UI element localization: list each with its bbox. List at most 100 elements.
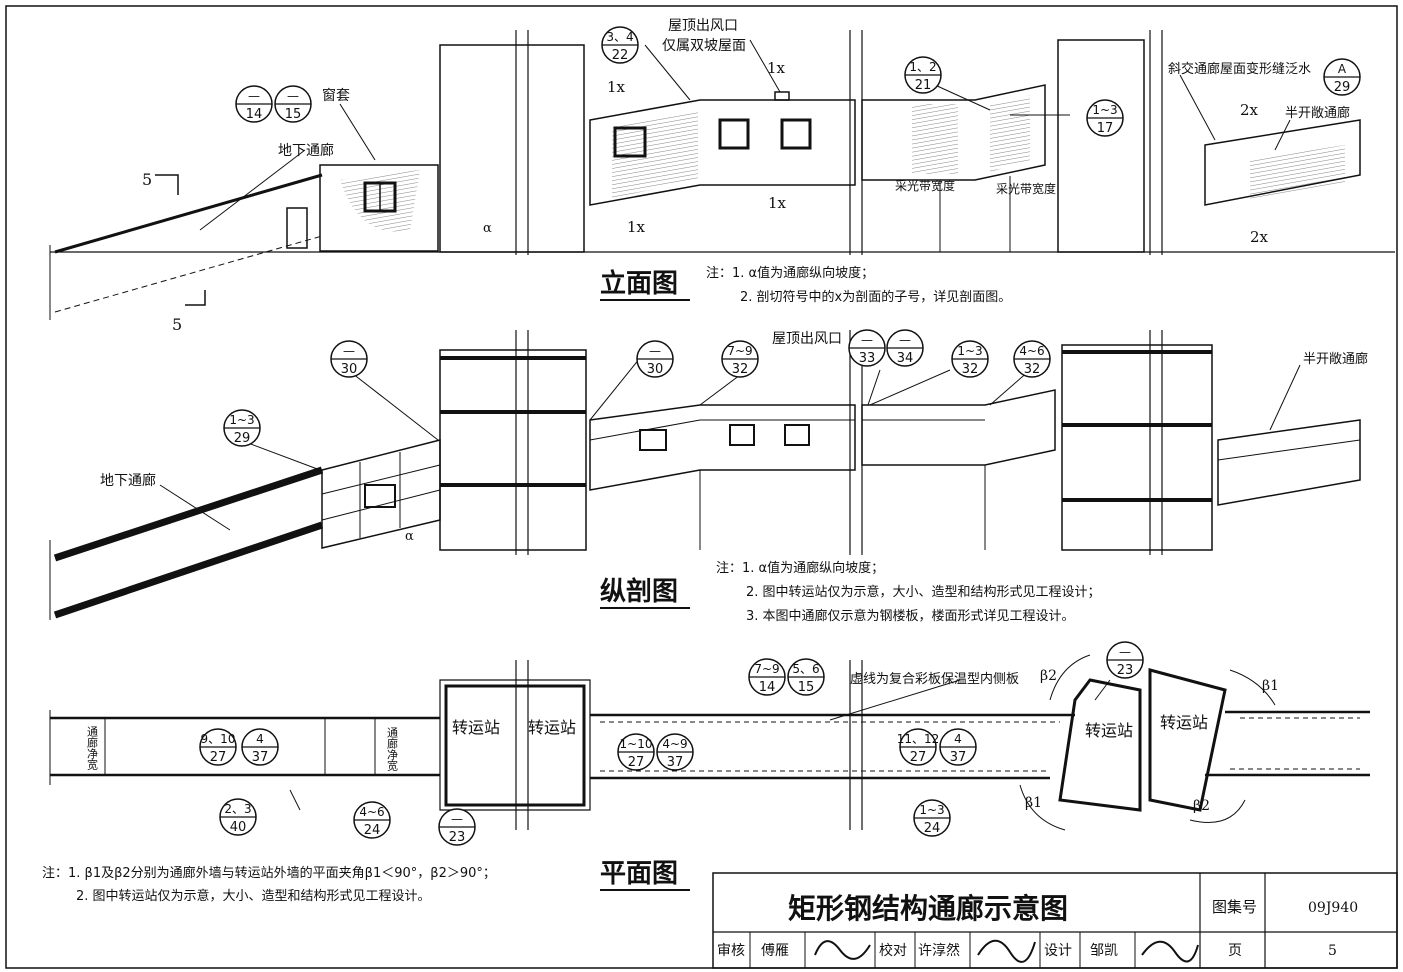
detail-reference-r2: —15 <box>274 85 312 123</box>
reference-bottom-text: 40 <box>230 820 247 835</box>
reference-bottom-text: 21 <box>915 78 932 93</box>
plan-beta2-a: β2 <box>1040 668 1057 684</box>
reference-bottom-text: 24 <box>924 821 941 836</box>
reference-bottom-text: 17 <box>1097 121 1114 136</box>
plan-title: 平面图 <box>600 859 678 889</box>
reference-top-text: — <box>1119 645 1131 659</box>
cut-1x-c: 1x <box>768 194 787 212</box>
reference-bottom-text: 27 <box>628 755 645 770</box>
reference-top-text: A <box>1338 62 1347 76</box>
reference-top-text: 1、2 <box>909 60 936 74</box>
plan-beta1-a: β1 <box>1262 678 1279 694</box>
reference-bottom-text: 15 <box>285 107 302 122</box>
reference-bottom-text: 27 <box>910 750 927 765</box>
section-label-tunnel: 地下通廊 <box>100 472 156 489</box>
designer-name: 邹凯 <box>1090 943 1118 959</box>
reference-bottom-text: 23 <box>1117 663 1134 678</box>
transfer-station-elevation-2 <box>1057 39 1145 253</box>
page-number: 5 <box>1328 943 1337 959</box>
detail-reference-p9: 5、615 <box>787 658 825 696</box>
atlas-number: 09J940 <box>1308 900 1358 916</box>
detail-reference-p13: — 23 <box>1106 641 1144 679</box>
reference-top-text: — <box>649 344 661 358</box>
sheet-border <box>5 5 1398 969</box>
reference-top-text: 4~6 <box>359 805 384 819</box>
reference-bottom-text: 14 <box>246 107 263 122</box>
detail-reference-p3: 2、340 <box>219 798 257 836</box>
reference-bottom-text: 34 <box>897 351 914 366</box>
cut-5a: 5 <box>142 170 152 189</box>
reference-top-text: 1~3 <box>229 413 254 427</box>
detail-reference-p8: 7~914 <box>748 658 786 696</box>
cut-1x-d: 1x <box>627 218 646 236</box>
plan-note-2: 2. 图中转运站仅为示意，大小、造型和结构形式见工程设计。 <box>76 888 431 904</box>
reference-bottom-text: 32 <box>962 362 979 377</box>
reference-bottom-text: 24 <box>364 823 381 838</box>
elevation-label-tunnel: 地下通廊 <box>278 142 334 159</box>
section-note-1: 注：1. α值为通廊纵向坡度； <box>716 560 884 576</box>
reference-top-text: 1~3 <box>1092 103 1117 117</box>
cut-2x-b: 2x <box>1250 228 1269 246</box>
reference-bottom-text: 27 <box>210 750 227 765</box>
plan-clear-width-a: 通廊净宽 <box>86 726 99 771</box>
plan-station-b: 转运站 <box>528 718 576 737</box>
detail-reference-p12: 1~324 <box>913 799 951 837</box>
reference-top-text: 4 <box>256 732 264 746</box>
plan-station-a: 转运站 <box>452 718 500 737</box>
elevation-label-half-open: 半开敞通廊 <box>1285 105 1350 121</box>
section-alpha: α <box>405 529 414 544</box>
elevation-alpha: α <box>483 221 492 236</box>
reference-bottom-text: 32 <box>732 362 749 377</box>
section-label-half-open: 半开敞通廊 <box>1303 351 1368 367</box>
elevation-view <box>49 30 1395 320</box>
plan-beta2-b: β2 <box>1193 798 1210 814</box>
reference-bottom-text: 30 <box>647 362 664 377</box>
design-label: 设计 <box>1044 943 1072 959</box>
detail-reference-s2: 1~329 <box>223 409 261 447</box>
cut-2x-a: 2x <box>1240 101 1259 119</box>
reference-bottom-text: 14 <box>759 680 776 695</box>
detail-reference-r3: 3、422 <box>601 26 639 64</box>
reference-bottom-text: 22 <box>612 48 629 63</box>
reviewer-name: 傅雁 <box>761 943 789 959</box>
detail-reference-s8: 4~632 <box>1013 340 1051 378</box>
plan-dashed-note: 虚线为复合彩板保温型内侧板 <box>850 671 1019 687</box>
reference-top-text: 4~9 <box>662 737 687 751</box>
check-label: 校对 <box>879 942 907 959</box>
section-view <box>49 330 1361 620</box>
detail-reference-p5: — 23 <box>438 808 476 846</box>
drawing-title: 矩形钢结构通廊示意图 <box>788 892 1068 925</box>
page-label: 页 <box>1228 943 1242 959</box>
reference-bottom-text: 32 <box>1024 362 1041 377</box>
reference-bottom-text: 29 <box>234 431 251 446</box>
detail-reference-s6: — 34 <box>886 329 924 367</box>
detail-reference-p4: 4~624 <box>353 801 391 839</box>
detail-reference-p7: 4~937 <box>656 733 694 771</box>
reference-top-text: — <box>899 333 911 347</box>
reference-bottom-text: 15 <box>798 680 815 695</box>
checker-name: 许淳然 <box>918 942 960 959</box>
detail-reference-r4: 1、221 <box>904 56 942 94</box>
detail-reference-p11: 437 <box>939 728 977 766</box>
detail-reference-r6: A 29 <box>1323 58 1361 96</box>
detail-reference-s3: — 30 <box>636 340 674 378</box>
reference-bottom-text: 29 <box>1334 80 1351 95</box>
elevation-label-window-cover: 窗套 <box>322 87 350 104</box>
detail-reference-p2: 437 <box>241 728 279 766</box>
plan-note-1: 注：1. β1及β2分别为通廊外墙与转运站外墙的平面夹角β1＜90°，β2＞90… <box>42 865 496 881</box>
reference-bottom-text: 37 <box>950 750 967 765</box>
detail-reference-s7: 1~332 <box>951 340 989 378</box>
reference-top-text: 3、4 <box>606 30 633 44</box>
reference-bottom-text: 23 <box>449 830 466 845</box>
elevation-label-skew-joint: 斜交通廊屋面变形缝泛水 <box>1168 61 1311 77</box>
reference-top-text: — <box>451 812 463 826</box>
section-note-3: 3. 本图中通廊仅示意为钢楼板，楼面形式详见工程设计。 <box>746 608 1075 624</box>
transfer-station-elevation-1 <box>439 44 585 253</box>
reference-bottom-text: 37 <box>252 750 269 765</box>
elevation-label-skylight-a: 采光带宽度 <box>895 178 955 193</box>
section-title: 纵剖图 <box>600 576 678 607</box>
reference-bottom-text: 33 <box>859 351 876 366</box>
